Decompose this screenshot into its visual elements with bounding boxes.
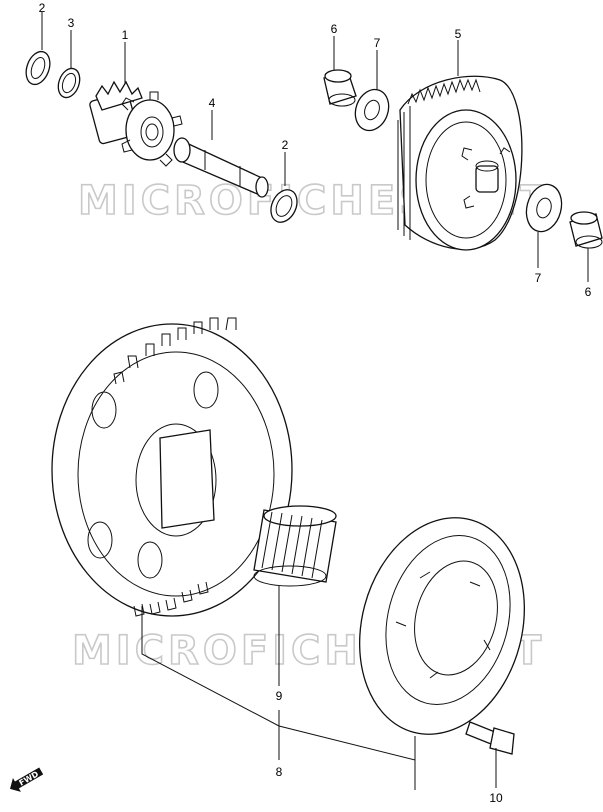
washer-part-2-top[interactable]	[22, 48, 54, 87]
callout-part-2-top: 2	[39, 1, 46, 15]
callout-part-6-top: 6	[331, 22, 338, 36]
callout-part-9: 9	[276, 689, 283, 703]
bearing-part-9[interactable]	[253, 505, 337, 587]
circlip-part-3[interactable]	[54, 65, 83, 100]
clutch-ring-part-8[interactable]	[336, 499, 547, 753]
callout-part-7-lower: 7	[535, 271, 542, 285]
forward-arrow-icon: FWD	[10, 767, 44, 792]
callout-part-2-lower: 2	[282, 138, 289, 152]
callout-part-3: 3	[68, 16, 75, 30]
callout-part-4: 4	[209, 96, 216, 110]
callout-part-5: 5	[455, 27, 462, 41]
gear-part-8[interactable]	[51, 317, 293, 617]
fwd-label: FWD	[18, 769, 41, 787]
washer-part-2-lower[interactable]	[266, 186, 302, 227]
callout-part-6-lower: 6	[585, 285, 592, 299]
gear-part-5[interactable]	[397, 75, 523, 251]
callout-part-1: 1	[122, 28, 129, 42]
shaft-part-4[interactable]	[173, 137, 269, 198]
washer-part-7-lower[interactable]	[521, 180, 566, 235]
washer-part-7-top[interactable]	[350, 85, 394, 135]
bushing-part-6-lower[interactable]	[569, 211, 603, 249]
bolt-part-10[interactable]	[465, 721, 515, 755]
callout-part-8: 8	[276, 765, 283, 779]
callout-part-10: 10	[489, 791, 503, 805]
bushing-part-6-top[interactable]	[323, 69, 357, 107]
callout-part-7-top: 7	[374, 36, 381, 50]
gear-part-1[interactable]	[89, 80, 183, 167]
